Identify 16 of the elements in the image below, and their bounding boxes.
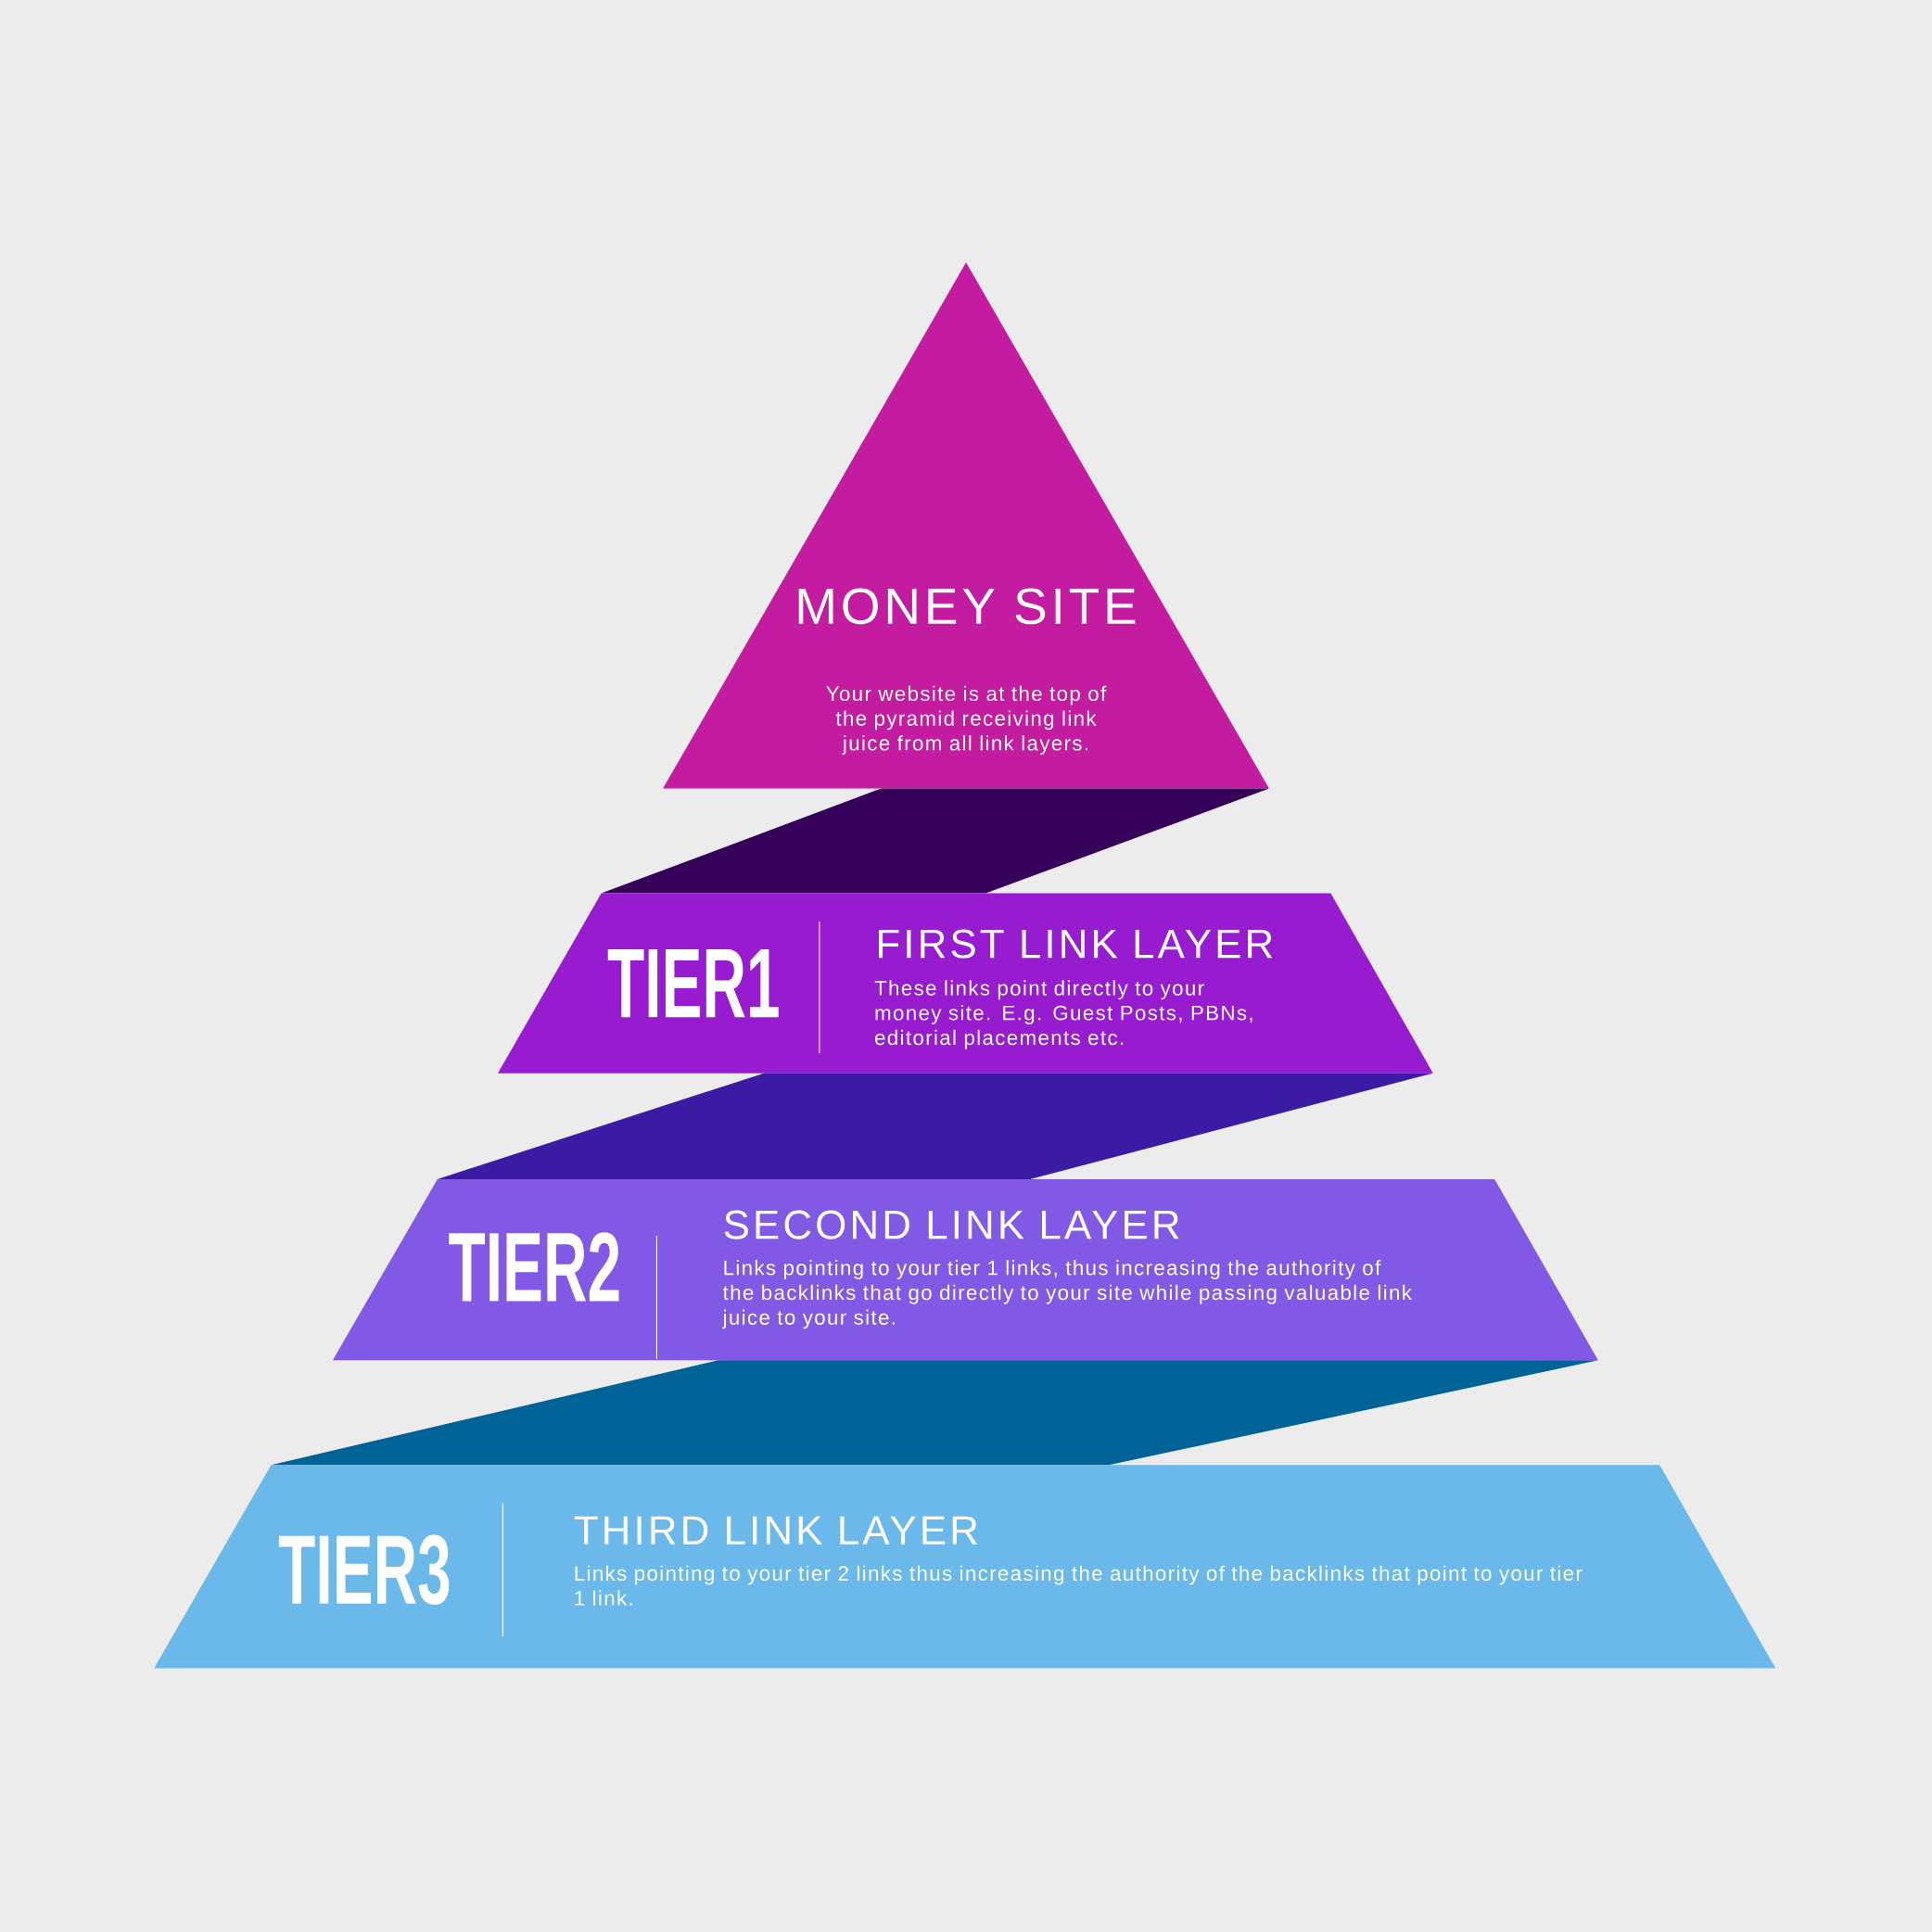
- layer-description: These links point directly to your money site. E.g. Guest Posts, PBNs, editorial placements etc.: [874, 980, 1252, 1049]
- layer-description: Links pointing to your tier 2 links thus increasing the authority of the backlinks that point to your tier 1 link.: [575, 1565, 1582, 1606]
- tier-label: TIER2: [449, 1232, 619, 1302]
- layer-description: Your website is at the top of the pyramid receiving link juice from all link layers.: [826, 685, 1107, 755]
- layer-heading: FIRST LINK LAYER: [879, 929, 1273, 959]
- layer-description: Links pointing to your tier 1 links, thus increasing the authority of the backlinks that go directly to your site while passing valuable link juice to your site.: [722, 1260, 1412, 1329]
- pyramid-tier: [663, 262, 1269, 789]
- layer-heading: THIRD LINK LAYER: [574, 1516, 977, 1544]
- layer-heading: SECOND LINK LAYER: [724, 1210, 1179, 1239]
- pyramid-tier: [154, 1465, 1776, 1669]
- ribbon-fold: [601, 788, 1269, 894]
- tier-label: TIER3: [278, 1534, 450, 1605]
- pyramid-tier: [497, 893, 1433, 1074]
- tier-label: TIER1: [607, 949, 779, 1018]
- layer-heading: MONEY SITE: [798, 588, 1136, 625]
- pyramid-tier: [332, 1178, 1598, 1361]
